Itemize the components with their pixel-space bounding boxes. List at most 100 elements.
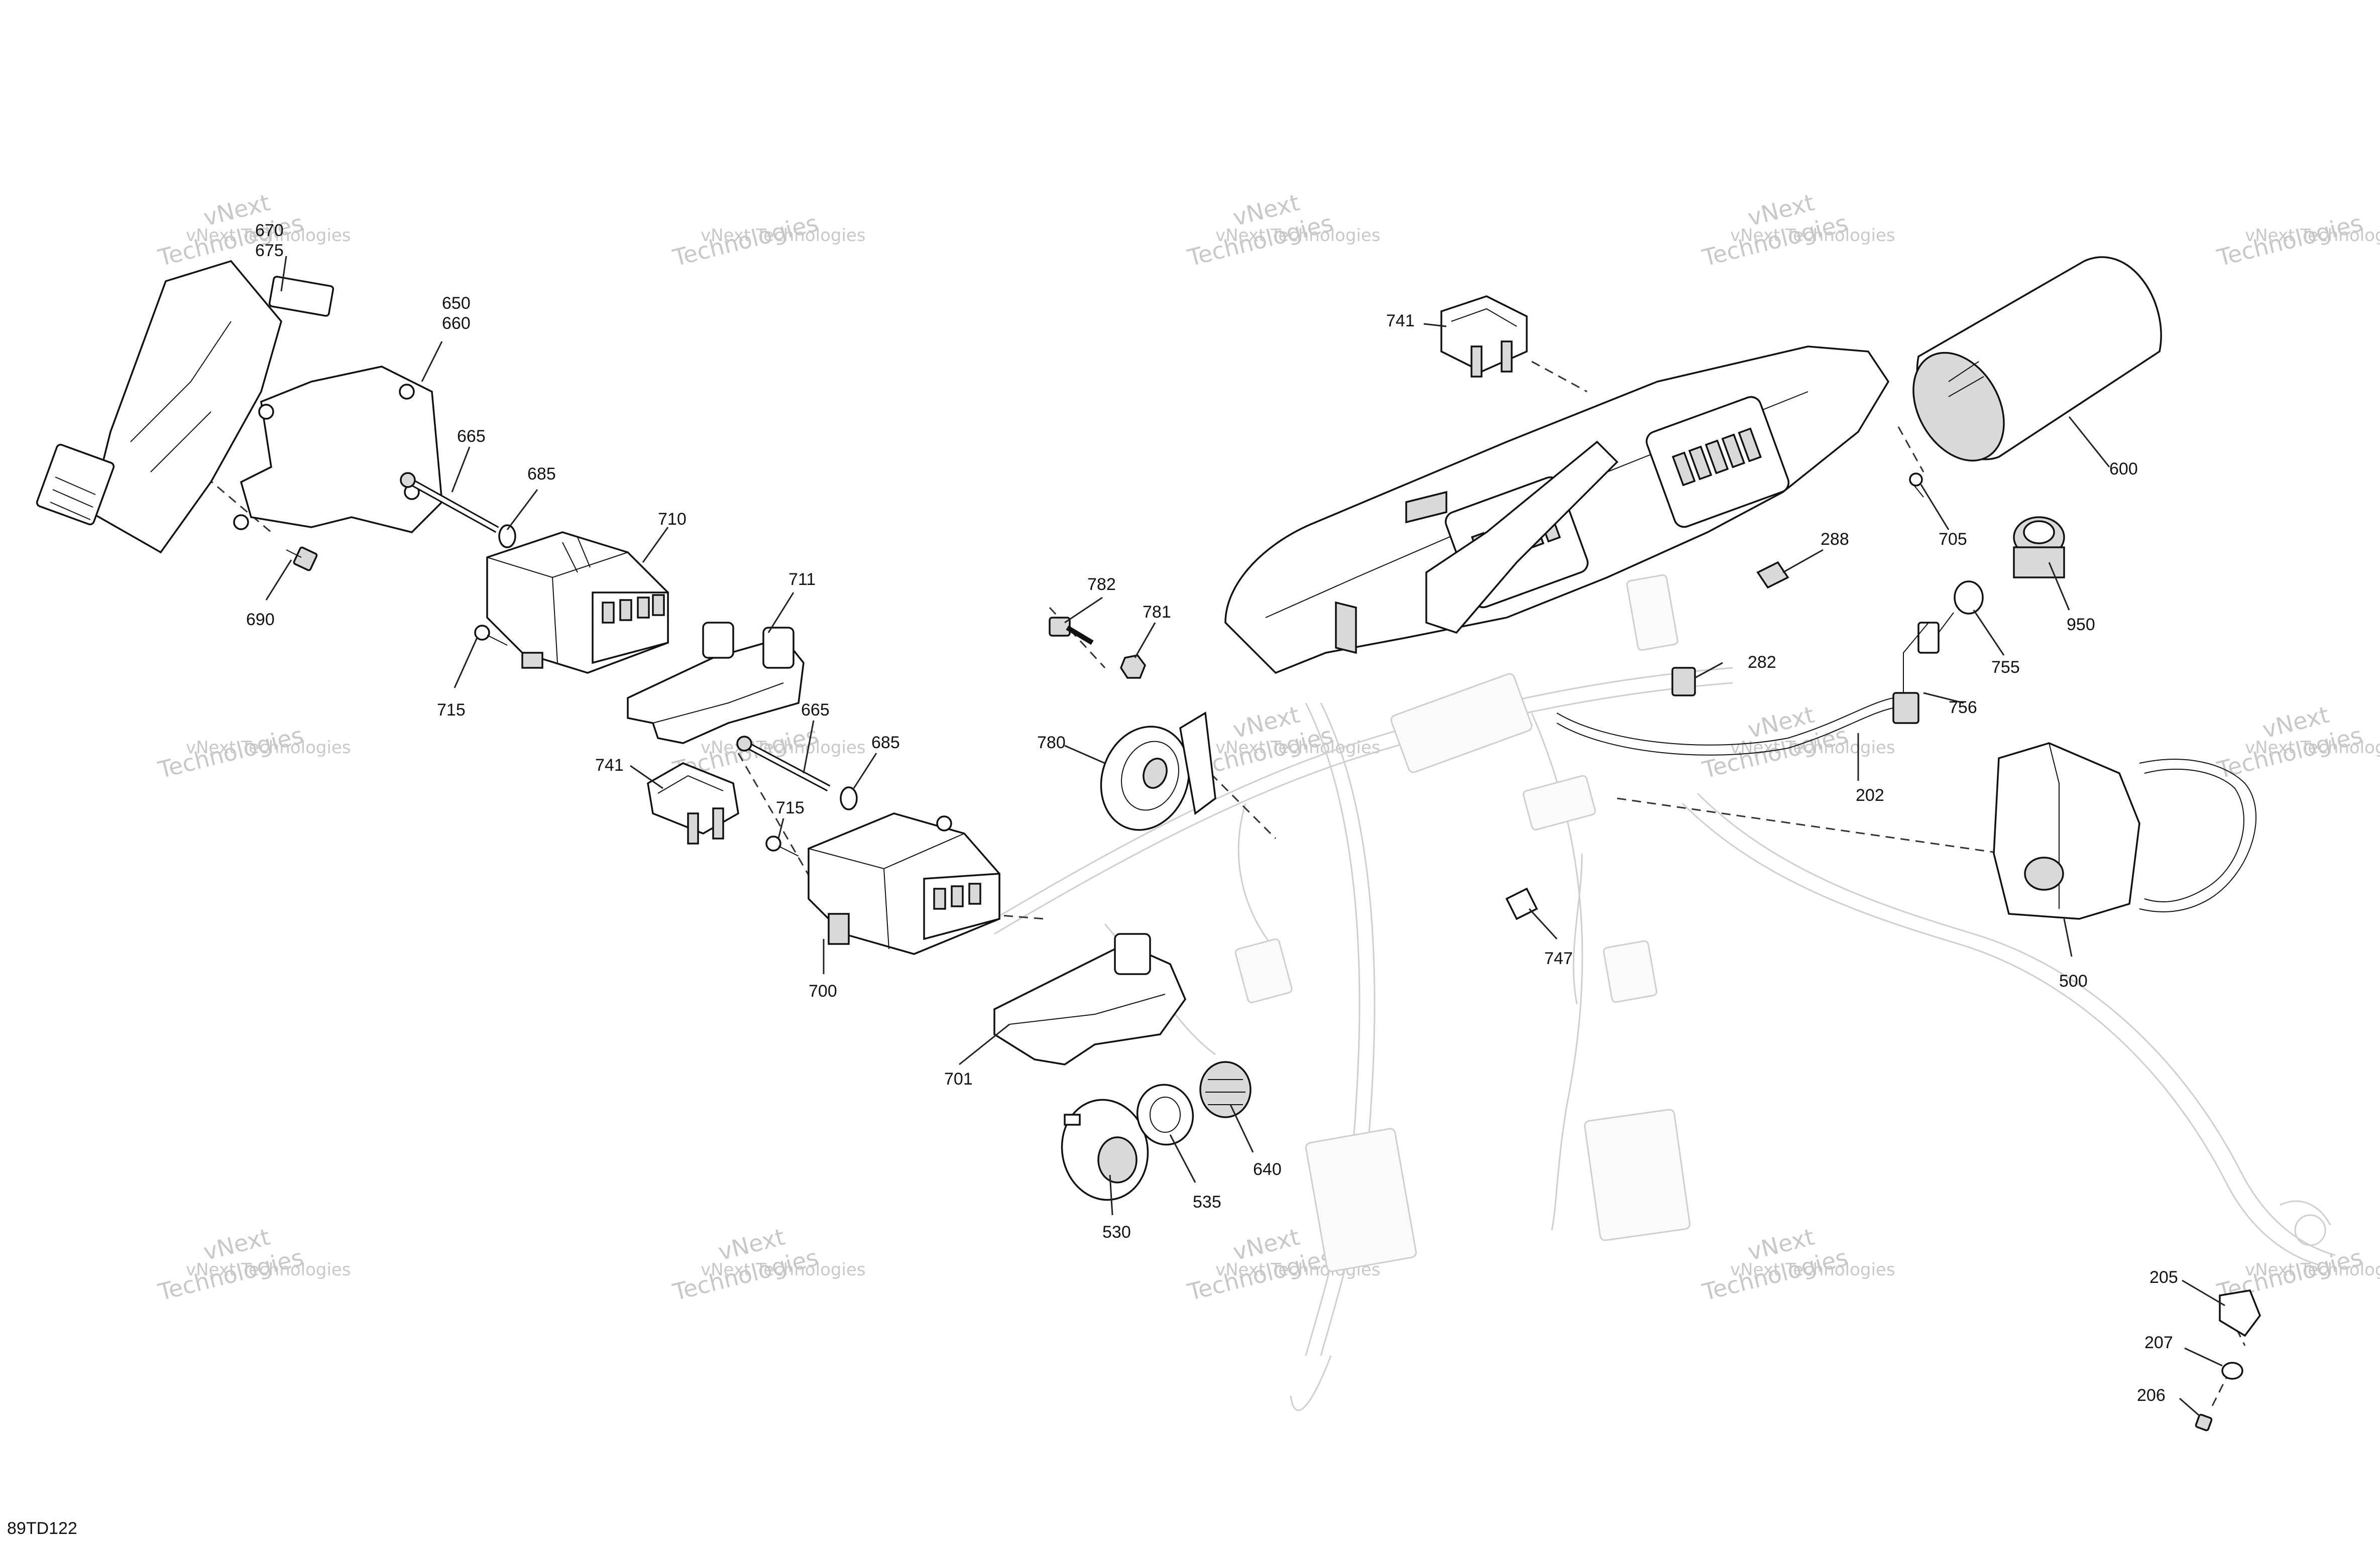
watermark: vNext Technologies Technologies — [155, 722, 351, 784]
callout-715: 715 — [776, 798, 805, 817]
dashboard-side-bracket — [36, 260, 443, 554]
callout-705: 705 — [1939, 530, 1967, 549]
watermark: vNext Technologies vNext Technologies — [155, 1223, 351, 1306]
switch-530 — [1061, 1099, 1149, 1201]
callout-600: 600 — [2109, 459, 2138, 479]
screw-705 — [1909, 472, 1924, 498]
callout-950: 950 — [2067, 615, 2095, 634]
fuse-box-bracket-711 — [627, 622, 805, 744]
fuse-box-710 — [486, 531, 669, 674]
callout-780: 780 — [1037, 733, 1066, 752]
watermark: vNext Technologies vNext Technologies — [1699, 189, 1895, 272]
bolt-206 — [2195, 1413, 2213, 1432]
nut-535 — [1136, 1084, 1194, 1146]
svg-text:vNext Technologies: vNext Technologies — [1730, 738, 1895, 758]
watermark: vNext Technologies vNext Technologies — [1185, 701, 1381, 784]
connector-741-top — [1440, 295, 1528, 378]
callout-205: 205 — [2149, 1268, 2178, 1287]
clip-747 — [1505, 887, 1538, 920]
callout-747: 747 — [1544, 949, 1573, 968]
horn-780 — [1100, 711, 1216, 831]
callout-710: 710 — [658, 510, 687, 529]
callout-640: 640 — [1253, 1160, 1282, 1179]
svg-text:vNext Technologies: vNext Technologies — [186, 738, 351, 758]
power-socket-950 — [2013, 516, 2065, 578]
callout-282: 282 — [1748, 653, 1776, 672]
callout-782: 782 — [1087, 575, 1116, 594]
svg-text:vNext Technologies: vNext Technologies — [1215, 225, 1381, 246]
watermark: vNext Technologies vNext Technologies — [1185, 189, 1381, 272]
callout-715: 715 — [437, 700, 466, 720]
callout-755: 755 — [1991, 658, 2020, 677]
bolt-665-upper — [400, 472, 516, 548]
nut-781 — [1120, 654, 1146, 679]
svg-text:vNext Technologies: vNext Technologies — [701, 738, 866, 758]
callout-690: 690 — [246, 610, 275, 629]
callout-650: 650 — [442, 294, 471, 313]
screw-715-upper — [474, 625, 508, 646]
assembly-lines — [205, 361, 2246, 1411]
bolt-665-lower — [736, 736, 858, 810]
watermark: vNext Technologies vNext Technologies — [1699, 1223, 1895, 1306]
callout-685: 685 — [527, 464, 556, 484]
svg-text:vNext Technologies: vNext Technologies — [186, 1260, 351, 1280]
callout-535: 535 — [1193, 1193, 1221, 1212]
callout-675: 675 — [255, 241, 284, 260]
svg-text:Technologies: Technologies — [155, 722, 306, 784]
connector-282 — [1671, 667, 1696, 696]
callout-741: 741 — [1386, 311, 1415, 330]
svg-text:vNext Technologies: vNext Technologies — [701, 1260, 866, 1280]
clamp-205 — [2219, 1289, 2261, 1337]
svg-text:vNext Technologies: vNext Technologies — [2245, 738, 2380, 758]
watermark: vNext Technologies Technologies — [2214, 209, 2380, 272]
callout-206: 206 — [2137, 1386, 2166, 1405]
callout-665: 665 — [801, 700, 830, 720]
watermark: vNext Technologies Technologies — [670, 209, 866, 272]
svg-text:vNext Technologies: vNext Technologies — [1215, 738, 1381, 758]
callout-741: 741 — [595, 756, 624, 775]
clip-288 — [1756, 561, 1789, 589]
callout-530: 530 — [1102, 1223, 1131, 1242]
svg-text:Technologies: Technologies — [2214, 209, 2365, 272]
wiring-harness-ghost — [994, 574, 2336, 1411]
callout-670: 670 — [255, 221, 284, 240]
watermark: vNext Technologies vNext Technologies — [155, 189, 351, 272]
svg-text:vNext Technologies: vNext Technologies — [701, 225, 866, 246]
svg-text:vNext Technologies: vNext Technologies — [1730, 225, 1895, 246]
svg-text:vNext Technologies: vNext Technologies — [186, 225, 351, 246]
callout-660: 660 — [442, 314, 471, 333]
display-600 — [1912, 256, 2162, 462]
connector-741-left — [647, 762, 739, 845]
connector-756 — [1892, 622, 1940, 724]
callout-labels: 670 675 650 660 665 685 690 710 711 715 … — [246, 221, 2178, 1405]
callout-665: 665 — [457, 427, 486, 446]
watermark: vNext Technologies vNext Technologies — [670, 1223, 866, 1306]
callout-202: 202 — [1856, 786, 1884, 805]
dashboard-housing — [1224, 345, 1890, 674]
fuse-box-700 — [808, 812, 1000, 955]
callout-685: 685 — [871, 733, 900, 752]
watermark: vNext Technologies vNext Technologies — [2214, 701, 2380, 784]
screw-715-lower — [765, 836, 799, 857]
leader-lines — [265, 256, 2225, 1417]
washer-207 — [2221, 1362, 2243, 1380]
callout-711: 711 — [788, 570, 816, 589]
callout-701: 701 — [944, 1070, 973, 1089]
fuse-box-bracket-701 — [993, 933, 1186, 1065]
watermark: vNext Technologies vNext Technologies — [1699, 701, 1895, 784]
svg-text:vNext Technologies: vNext Technologies — [2245, 225, 2380, 246]
bolt-782 — [1049, 617, 1094, 645]
handlebar-switch-500 — [1993, 742, 2256, 920]
callout-700: 700 — [809, 982, 837, 1001]
callout-756: 756 — [1949, 698, 1977, 717]
callout-500: 500 — [2059, 972, 2088, 991]
callout-207: 207 — [2144, 1333, 2173, 1352]
knob-640 — [1199, 1061, 1252, 1118]
switch-connector-755 — [1938, 580, 1984, 633]
svg-text:vNext Technologies: vNext Technologies — [1730, 1260, 1895, 1280]
callout-781: 781 — [1143, 603, 1171, 622]
bolt-690 — [286, 546, 318, 571]
callout-288: 288 — [1821, 530, 1849, 549]
drawing-id: 89TD122 — [7, 1519, 77, 1538]
